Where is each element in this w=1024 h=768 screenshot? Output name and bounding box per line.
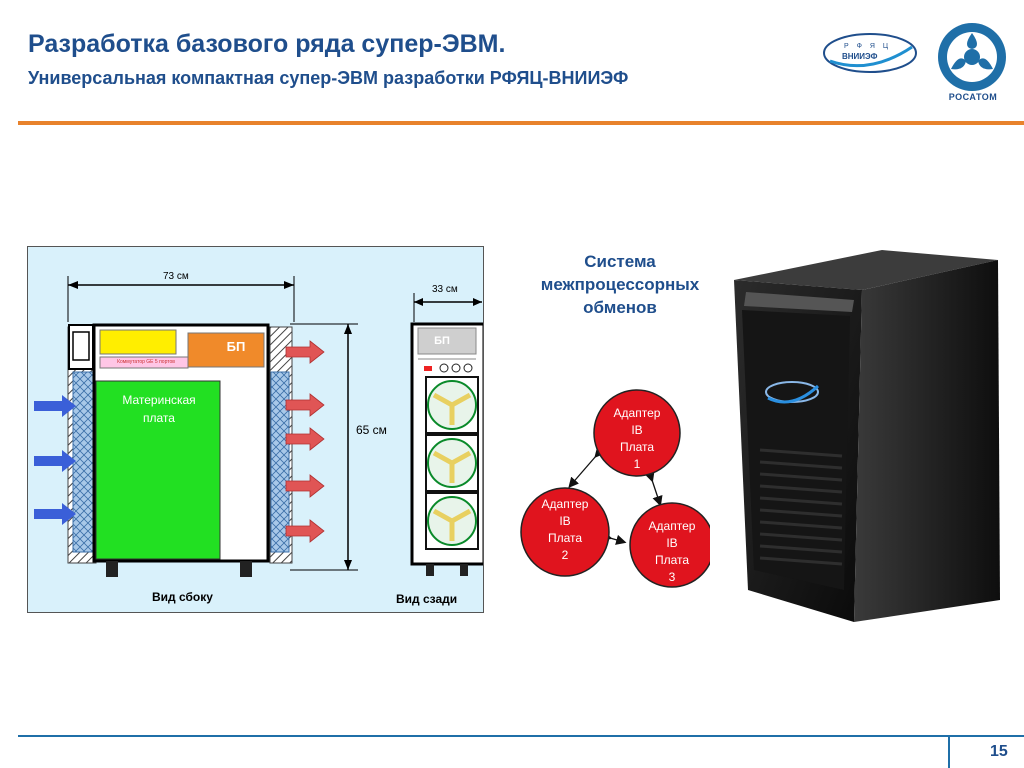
ib-network [520,389,710,588]
chassis-diagram: 73 см 33 см 65 см БП БП Коммутатор GE 5 … [27,246,484,613]
psu-label: БП [226,339,246,354]
yellow-module [99,329,177,355]
ib-adapter-3-label: Адаптер IB Плата 3 [648,519,696,584]
foot [106,561,118,577]
footer-divider [18,735,1024,737]
rear-psu [417,327,477,355]
motherboard-label: Материнская плата [122,393,196,425]
width-dimension [67,276,295,322]
foot [426,564,434,576]
height-label: 65 см [356,423,387,437]
height-dimension [290,323,358,571]
ib-adapter-2-label: Адаптер IB Плата 2 [541,497,589,562]
page-title: Разработка базового ряда супер-ЭВМ. [28,30,506,58]
motherboard [95,380,221,560]
ib-adapter-3 [629,502,710,588]
rosatom-logo [938,23,1006,91]
ib-adapter-2 [520,487,610,577]
rear-width-dimension [413,293,482,322]
footer-separator [948,737,950,768]
rosatom-wordmark: РОСАТОМ [948,92,998,102]
rear-psu-label: БП [434,335,450,347]
intake-arrows [34,395,76,525]
page-number: 15 [990,743,1008,760]
vniief-logo-bottom: ВНИИЭФ [842,52,878,61]
vniief-logo: Р Ф Я Ц ВНИИЭФ [823,33,917,73]
exhaust-fan-grid [270,371,290,553]
vniief-logo-top: Р Ф Я Ц [844,43,891,50]
rear-width-label: 33 см [432,284,458,295]
ib-adapter-1-label: Адаптер IB Плата 1 [613,406,661,471]
switch-label: Коммутатор GE 5 портов [117,359,175,365]
foot [240,561,252,577]
side-view-label: Вид сбоку [152,590,213,604]
rear-view-label: Вид сзади [396,592,458,606]
exhaust-arrows [285,340,325,543]
page-subtitle: Универсальная компактная супер-ЭВМ разра… [28,68,629,88]
tower-computer-image [734,250,1000,622]
width-label: 73 см [163,271,189,282]
network-title: Система межпроцессорных обменов [540,252,700,317]
intake-fan-grid [72,371,94,553]
rear-fans [425,376,479,550]
header-divider [18,121,1024,125]
foot [460,564,468,576]
ib-adapter-1 [593,389,681,477]
psu-block [187,332,265,368]
